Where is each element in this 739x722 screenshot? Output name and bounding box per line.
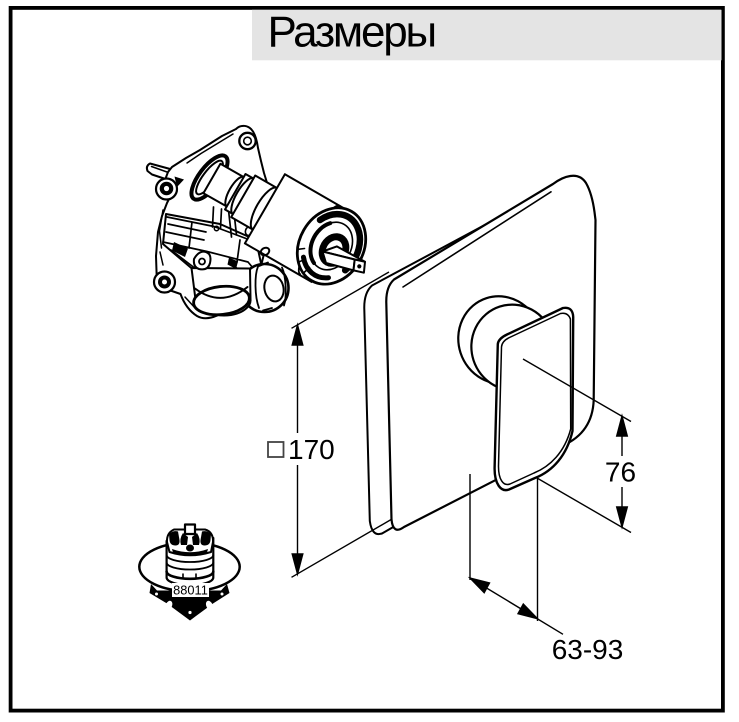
svg-text:88011: 88011 <box>173 583 208 598</box>
svg-text:170: 170 <box>288 434 335 465</box>
svg-text:76: 76 <box>605 457 636 488</box>
svg-text:63-93: 63-93 <box>552 634 624 665</box>
svg-text:Размеры: Размеры <box>268 8 435 57</box>
